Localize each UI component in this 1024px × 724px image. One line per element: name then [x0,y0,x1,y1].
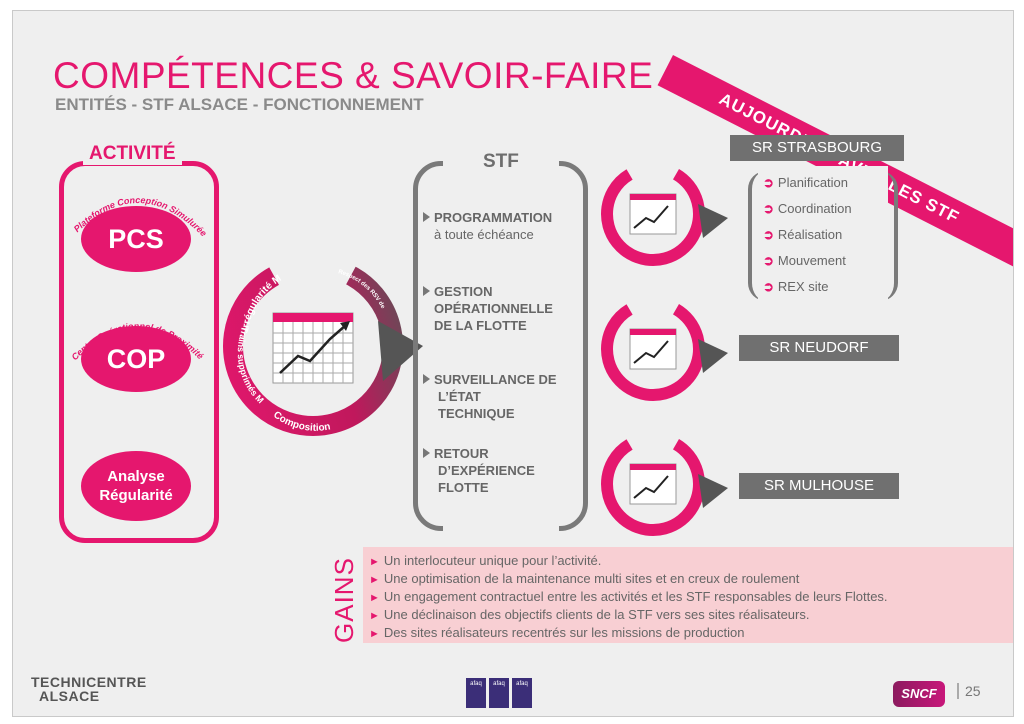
cycle-diagram-neudorf [601,297,728,401]
stf-frame-gap [443,151,559,541]
cycle-diagram-mulhouse [601,432,728,536]
sr-list-item-label: REX site [777,279,829,294]
analyse-line-1: Analyse [107,468,165,485]
stf-item-line: D’EXPÉRIENCE [438,463,535,478]
stf-item-line: DE LA FLOTTE [434,318,527,333]
stf-item-line: TECHNIQUE [438,406,515,421]
sr-strasbourg-frame-gap [758,166,888,306]
stf-item-line: OPÉRATIONNELLE [434,301,553,316]
analyse-line-2: Régularité [99,487,173,504]
stf-item-programmation: PROGRAMMATION à toute échéance [423,209,552,243]
gains-item: ►Une optimisation de la maintenance mult… [369,571,799,586]
stf-title: STF [483,151,519,172]
cycle-diagram-large: Irrégularité M Respect des RSV de mainte… [218,251,423,436]
pcs-oval: PCS [81,206,191,272]
arrow-bullet-icon: ➲ [763,227,774,242]
afaq-certification-icon: afaq [512,678,532,708]
sr-strasbourg-box: SR STRASBOURG [730,135,904,161]
stf-item-line: SURVEILLANCE DE [434,372,557,387]
page-subtitle: ENTITÉS - STF ALSACE - FONCTIONNEMENT [55,95,424,114]
triangle-bullet-icon: ► [369,574,380,586]
arrow-bullet-icon: ➲ [763,279,774,294]
sr-list-item-label: Planification [777,175,849,190]
triangle-bullet-icon [423,212,430,222]
sr-list-item: ➲REX site [763,279,828,295]
page-number: 25 [957,683,981,699]
triangle-bullet-icon: ► [369,610,380,622]
arrow-bullet-icon: ➲ [763,175,774,190]
gains-panel [363,547,1013,643]
sr-list-item: ➲Coordination [763,201,852,217]
gains-item-text: Une déclinaison des objectifs clients de… [383,607,810,622]
gains-item-text: Un engagement contractuel entre les acti… [383,589,888,604]
gains-item: ►Des sites réalisateurs recentrés sur le… [369,625,744,640]
stf-item-line: GESTION [434,284,493,299]
sr-list-item-label: Réalisation [777,227,843,242]
stf-item-gestion: GESTION OPÉRATIONNELLE DE LA FLOTTE [423,283,553,334]
stf-item-line: PROGRAMMATION [434,210,553,225]
sr-strasbourg-frame [748,171,898,301]
sncf-logo: SNCF [893,681,945,707]
triangle-bullet-icon [423,374,430,384]
slide: COMPÉTENCES & SAVOIR-FAIRE ENTITÉS - STF… [12,10,1014,717]
technicentre-logo: TECHNICENTRE ALSACE [31,675,147,703]
sr-list-item: ➲Planification [763,175,848,191]
stf-item-sub: à toute échéance [434,227,534,242]
gains-item-text: Une optimisation de la maintenance multi… [383,571,800,586]
logo-line-2: ALSACE [39,688,100,704]
gains-label: GAINS [329,557,359,643]
activite-label: ACTIVITÉ [83,143,182,165]
gains-item: ►Une déclinaison des objectifs clients d… [369,607,809,622]
page-title: COMPÉTENCES & SAVOIR-FAIRE [53,55,654,96]
triangle-bullet-icon: ► [369,592,380,604]
cop-oval: COP [81,326,191,392]
triangle-bullet-icon: ► [369,556,380,568]
triangle-bullet-icon [423,286,430,296]
cycle-diagram-strasbourg [601,162,728,266]
sr-list-item: ➲Réalisation [763,227,842,243]
gains-item: ►Un engagement contractuel entre les act… [369,589,888,604]
gains-item-text: Des sites réalisateurs recentrés sur les… [383,625,745,640]
sr-list-item-label: Coordination [777,201,852,216]
stf-item-line: L’ÉTAT [438,389,481,404]
arrow-bullet-icon: ➲ [763,253,774,268]
sr-neudorf-box: SR NEUDORF [739,335,899,361]
sr-mulhouse-box: SR MULHOUSE [739,473,899,499]
afaq-certification-icon: afaq [466,678,486,708]
gains-item-text: Un interlocuteur unique pour l’activité. [383,553,602,568]
stf-item-line: RETOUR [434,446,489,461]
sr-list-item-label: Mouvement [777,253,846,268]
arrow-bullet-icon: ➲ [763,201,774,216]
triangle-bullet-icon [423,448,430,458]
triangle-bullet-icon: ► [369,628,380,640]
stf-item-retour: RETOUR D’EXPÉRIENCE FLOTTE [423,445,535,496]
logo-line-1: TECHNICENTRE [31,674,147,690]
afaq-certification-icon: afaq [489,678,509,708]
gains-item: ►Un interlocuteur unique pour l’activité… [369,553,601,568]
sr-list-item: ➲Mouvement [763,253,846,269]
stf-item-line: FLOTTE [438,480,489,495]
stf-item-surveillance: SURVEILLANCE DE L’ÉTAT TECHNIQUE [423,371,557,422]
